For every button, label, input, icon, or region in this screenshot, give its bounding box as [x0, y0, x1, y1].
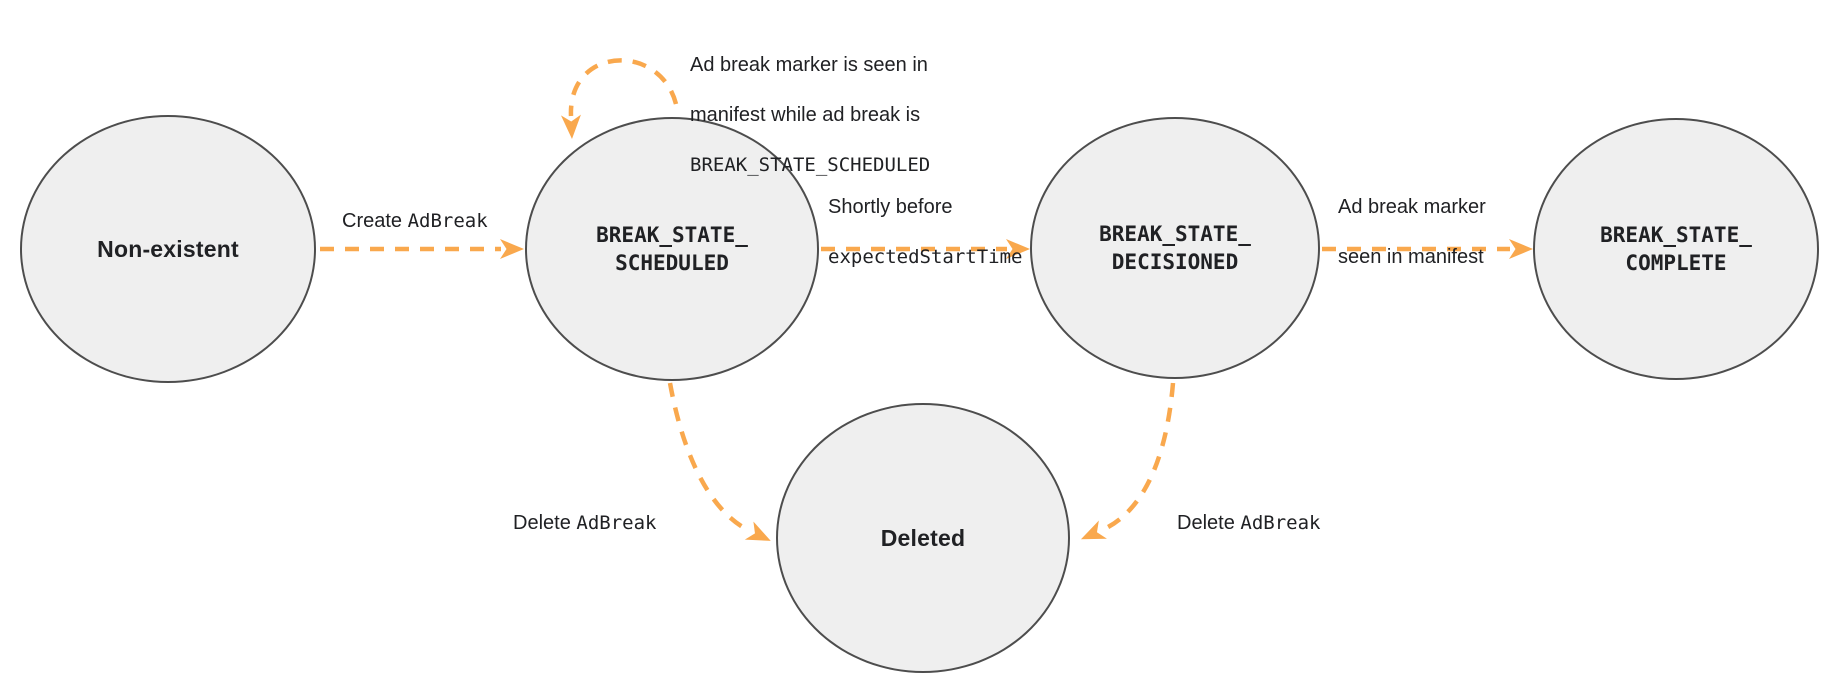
- state-label-break-state-complete: BREAK_STATE_ COMPLETE: [1600, 223, 1752, 275]
- edge-label-delete-left-code: AdBreak: [576, 512, 657, 534]
- state-node-break-state-complete: BREAK_STATE_ COMPLETE: [1533, 118, 1819, 380]
- state-node-break-state-scheduled: BREAK_STATE_ SCHEDULED: [525, 117, 819, 381]
- edge-label-delete-right: Delete AdBreak: [1177, 486, 1320, 536]
- edge-label-delete-right-text: Delete: [1177, 512, 1241, 534]
- state-label-deleted: Deleted: [880, 525, 966, 551]
- edge-delete-from-scheduled: [667, 382, 771, 541]
- edge-label-delete-right-code: AdBreak: [1240, 512, 1321, 534]
- edge-label-marker-seen-line2: seen in manifest: [1338, 246, 1484, 268]
- edge-label-selfloop-line1: Ad break marker is seen in: [690, 54, 928, 76]
- edge-selfloop-scheduled: [560, 58, 679, 139]
- state-label-non-existent: Non-existent: [97, 236, 239, 262]
- state-label-break-state-decisioned: BREAK_STATE_ DECISIONED: [1099, 222, 1251, 274]
- edge-label-selfloop: Ad break marker is seen in manifest whil…: [690, 28, 930, 203]
- edge-label-shortly-code: expectedStartTime: [828, 246, 1023, 268]
- state-node-deleted: Deleted: [776, 403, 1070, 673]
- state-node-break-state-decisioned: BREAK_STATE_ DECISIONED: [1030, 117, 1320, 379]
- edge-label-shortly-line1: Shortly before: [828, 196, 953, 218]
- edge-label-shortly-before: Shortly before expectedStartTime: [828, 170, 1022, 295]
- edge-label-selfloop-code: BREAK_STATE_SCHEDULED: [690, 154, 931, 176]
- edge-label-marker-seen: Ad break marker seen in manifest: [1338, 170, 1486, 295]
- edge-label-marker-seen-line1: Ad break marker: [1338, 196, 1486, 218]
- edge-delete-from-decisioned: [1080, 382, 1176, 540]
- edge-label-create-adbreak: Create AdBreak: [342, 184, 488, 234]
- edge-label-create-code: AdBreak: [407, 210, 488, 232]
- state-node-non-existent: Non-existent: [20, 115, 316, 383]
- edge-label-delete-left-text: Delete: [513, 512, 577, 534]
- edge-label-create-text: Create: [342, 210, 408, 232]
- edge-label-delete-left: Delete AdBreak: [513, 486, 656, 536]
- state-label-break-state-scheduled: BREAK_STATE_ SCHEDULED: [596, 223, 748, 275]
- edge-label-selfloop-line2: manifest while ad break is: [690, 104, 921, 126]
